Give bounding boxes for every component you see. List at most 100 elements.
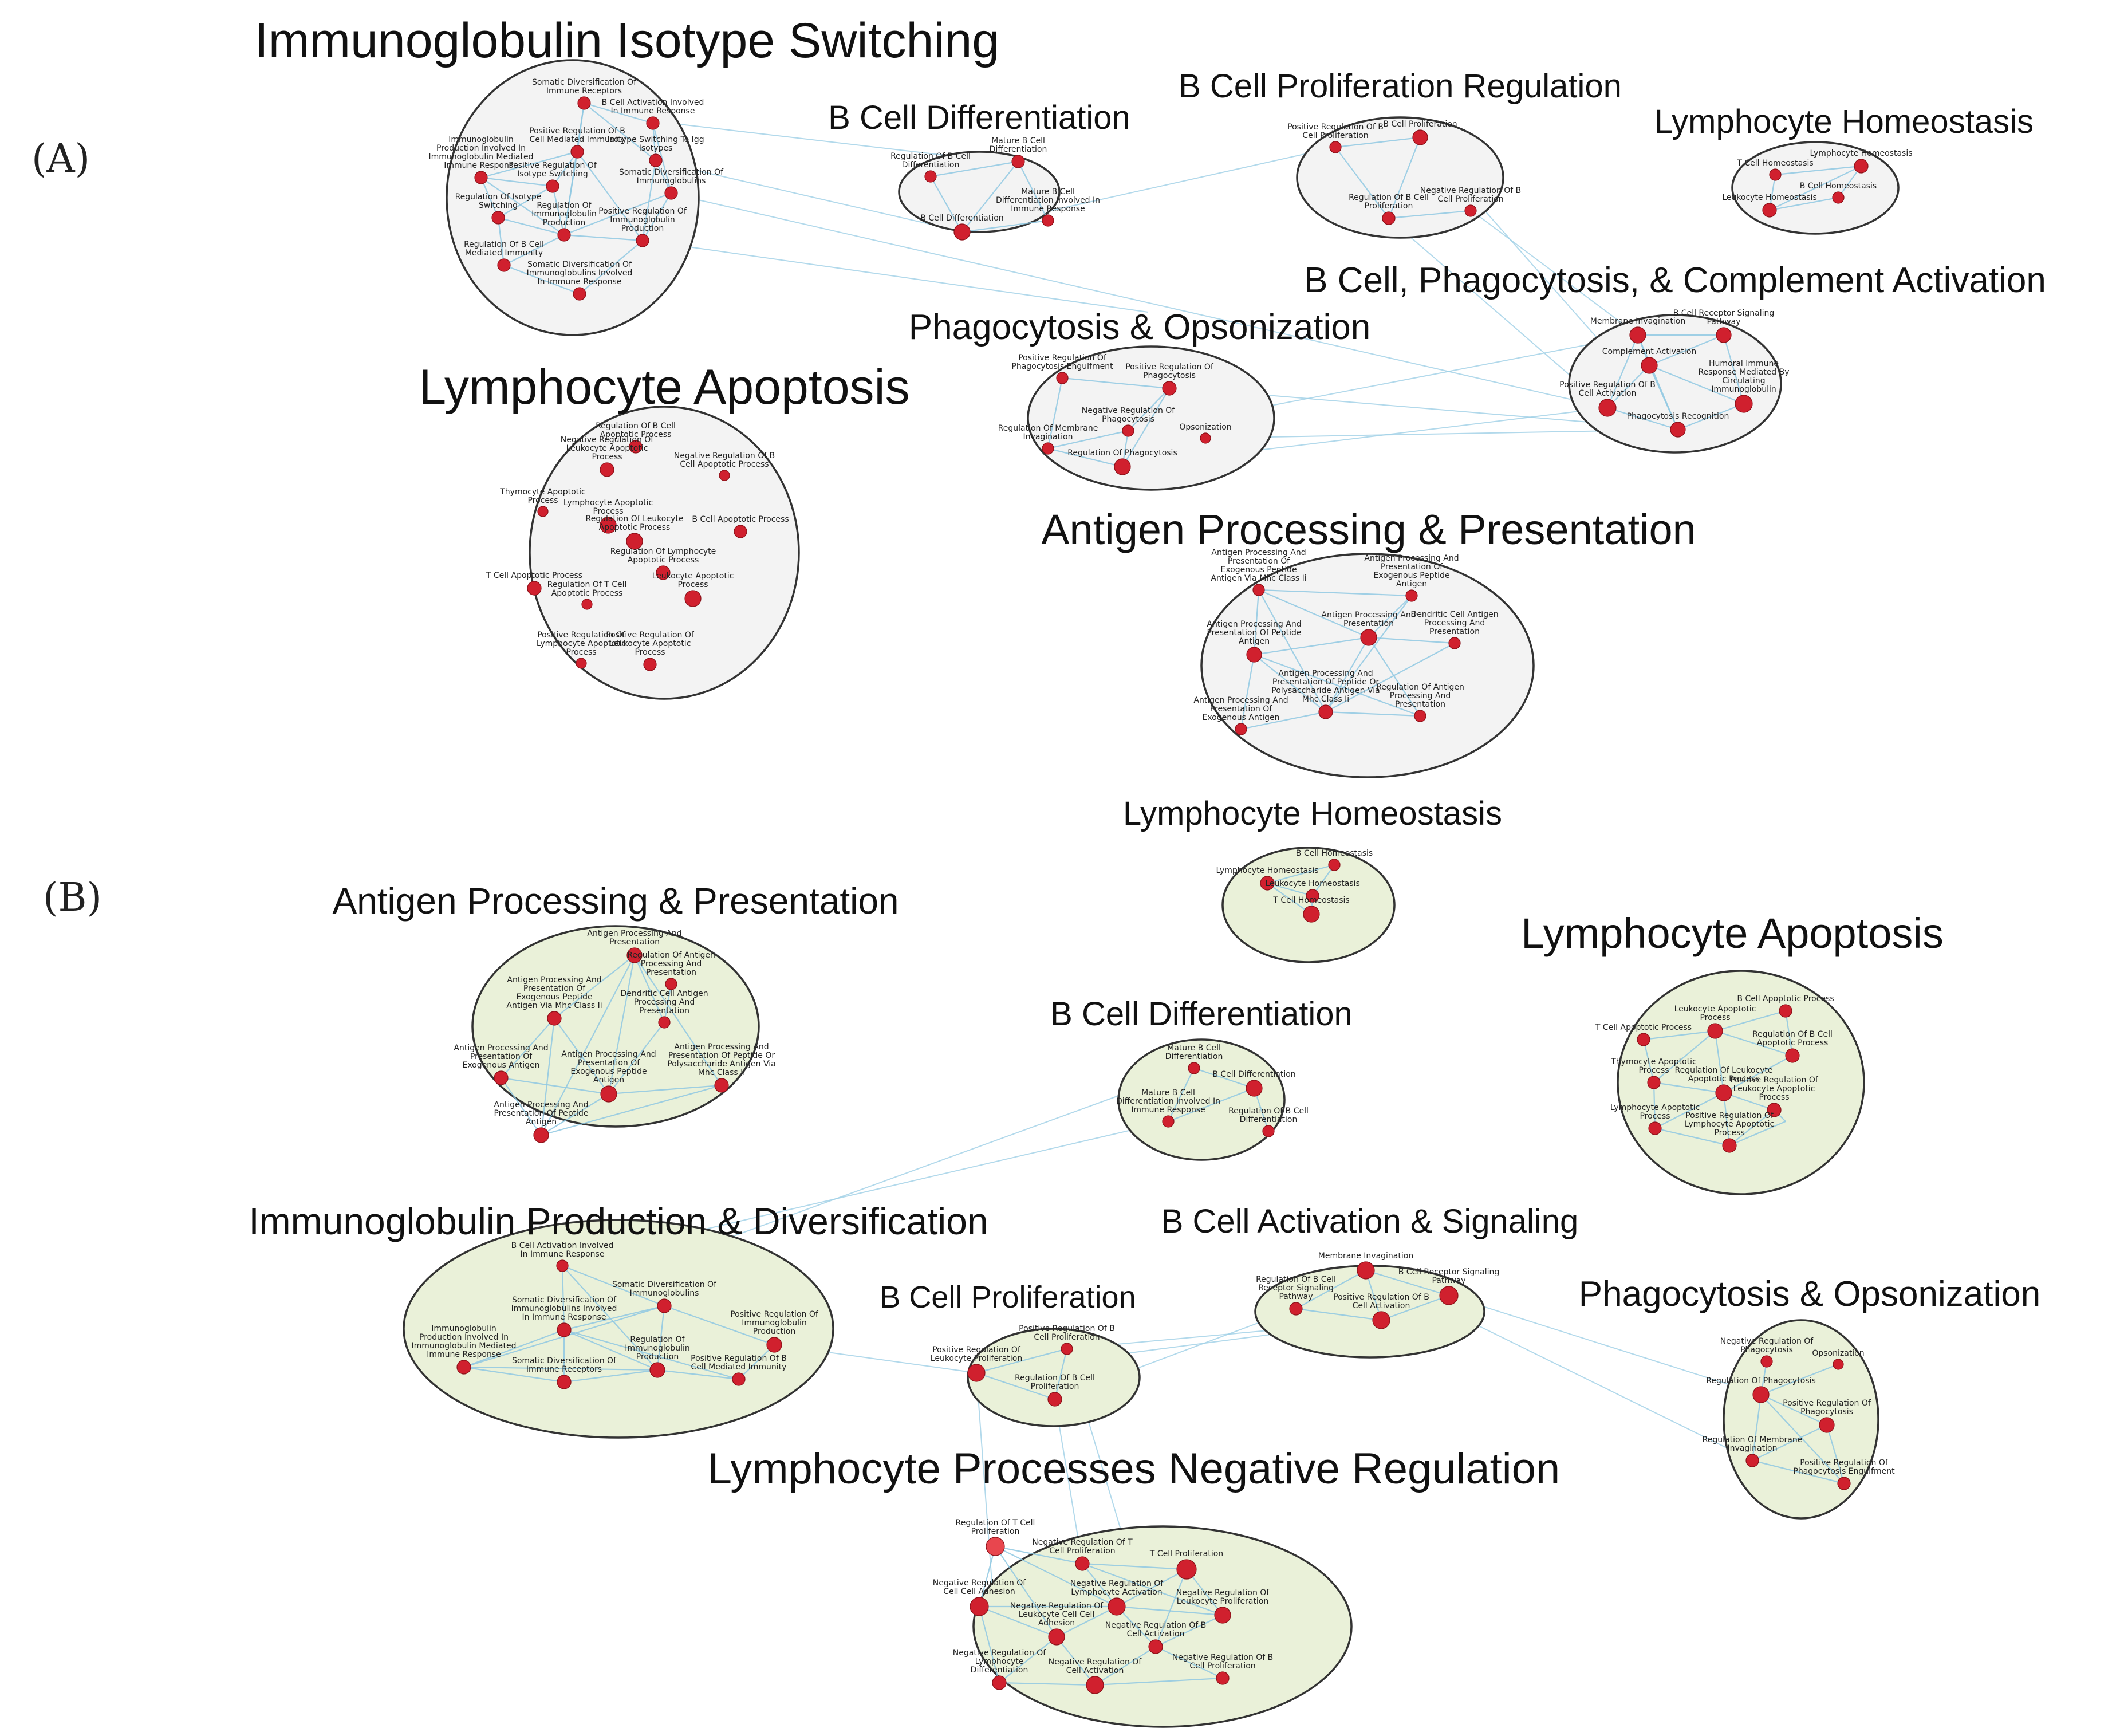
term-node <box>576 658 587 669</box>
cluster-edge <box>584 102 653 124</box>
term-node <box>684 590 702 607</box>
term-node <box>1056 372 1069 384</box>
term-label: Lymphocyte Homeostasis <box>1810 149 1912 158</box>
term-node <box>1162 1115 1175 1128</box>
cluster-boundary <box>471 925 760 1128</box>
cluster-edge <box>1723 334 1745 404</box>
cluster-edge <box>1054 1348 1068 1400</box>
term-node <box>649 153 663 167</box>
cluster-edge <box>1253 589 1260 655</box>
cluster-edge <box>1677 403 1744 431</box>
term-node <box>1086 1676 1104 1694</box>
cluster-edge <box>657 1369 739 1380</box>
term-label: Leukocyte Homeostasis <box>1722 193 1817 202</box>
cluster-edge <box>1775 165 1862 176</box>
cluster-edge <box>1325 637 1369 712</box>
cluster-edge <box>1751 1394 1762 1461</box>
term-node <box>581 599 593 610</box>
cluster-edge <box>1760 1394 1827 1426</box>
term-node <box>646 116 660 130</box>
cluster-edge <box>1723 1055 1793 1093</box>
term-node <box>1779 1004 1792 1018</box>
term-node <box>1042 442 1054 455</box>
term-node <box>1262 1125 1275 1137</box>
cluster-edge <box>1116 1569 1187 1607</box>
cluster-title: Lymphocyte Apoptosis <box>1521 910 1944 957</box>
term-label: B Cell Homeostasis <box>1800 182 1877 191</box>
cluster-edge <box>1760 1363 1839 1396</box>
cluster-edge <box>1082 1562 1187 1570</box>
term-node <box>658 1016 671 1029</box>
cluster-edge <box>1155 1646 1223 1679</box>
term-node <box>1214 1607 1231 1624</box>
term-label: Regulation Of Phagocytosis <box>1067 448 1177 458</box>
cluster-edge <box>1335 136 1421 148</box>
term-node <box>573 287 586 301</box>
term-node <box>547 1011 562 1026</box>
cluster-edge <box>463 1366 565 1383</box>
term-node <box>1162 381 1177 396</box>
cluster-edge <box>563 1369 658 1383</box>
cluster-edge <box>563 234 643 242</box>
cluster-edge <box>584 103 656 161</box>
term-node <box>1412 129 1428 145</box>
cluster-edge <box>541 955 635 1136</box>
cluster-title: B Cell Proliferation <box>880 1280 1136 1314</box>
term-node <box>1785 1048 1800 1063</box>
cluster-edge <box>608 1022 665 1095</box>
cluster-edge <box>995 1545 1083 1565</box>
term-node <box>1819 1417 1835 1433</box>
term-node <box>1306 889 1319 903</box>
term-node <box>1832 191 1845 204</box>
cluster-edge <box>1368 595 1412 638</box>
cluster-title: Phagocytosis & Opsonization <box>1579 1274 2040 1314</box>
term-node <box>664 186 678 200</box>
cluster-edge <box>608 955 636 1095</box>
cluster-edge <box>1653 1030 1716 1083</box>
term-label: Membrane Invagination <box>1590 317 1685 326</box>
cluster-edge <box>1325 711 1421 717</box>
cluster-boundary <box>1296 116 1504 239</box>
cluster-edge <box>1047 377 1063 449</box>
inter-cluster-edge <box>644 240 1149 313</box>
term-node <box>714 1078 729 1093</box>
cluster-edge <box>1729 1109 1775 1146</box>
term-node <box>1405 589 1418 602</box>
term-node <box>1769 168 1782 181</box>
cluster-edge <box>1094 1677 1223 1686</box>
term-node <box>1260 876 1275 891</box>
term-label: B Cell Homeostasis <box>1296 849 1373 858</box>
term-node <box>1760 1355 1773 1368</box>
term-label: Complement Activation <box>1602 347 1697 356</box>
cluster-edge <box>1826 1424 1845 1484</box>
cluster-edge <box>1258 589 1369 639</box>
cluster-edge <box>999 1636 1057 1683</box>
